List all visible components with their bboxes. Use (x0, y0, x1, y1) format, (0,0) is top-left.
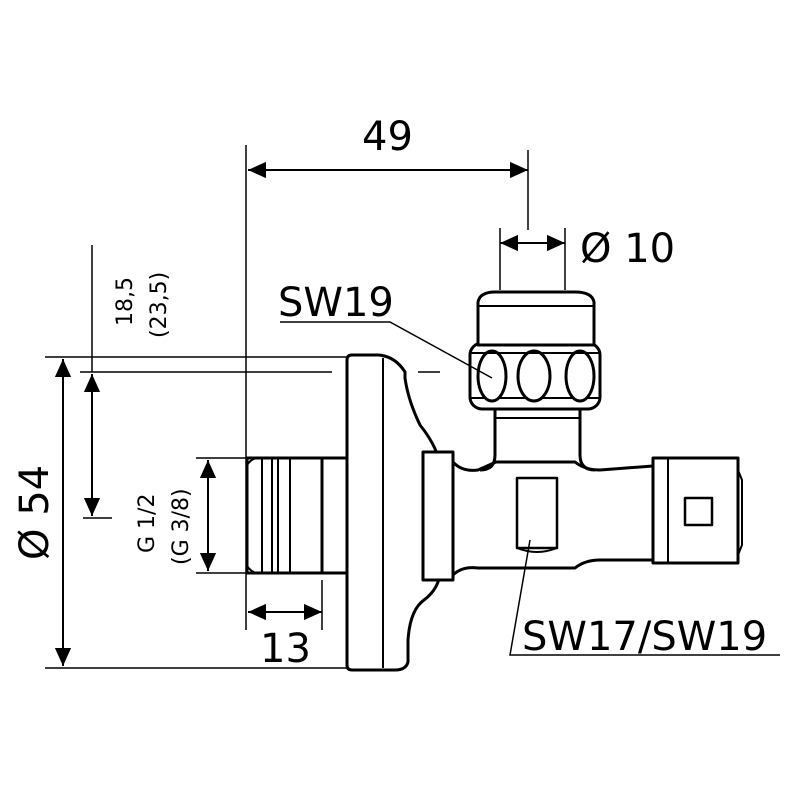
body-nut (421, 450, 455, 582)
dim-diameter-10-label: Ø 10 (580, 226, 675, 272)
outlet-square (683, 496, 714, 527)
sw19-label: SW19 (278, 280, 394, 326)
top-cap (476, 290, 596, 347)
thread-connector (245, 456, 349, 575)
offset-23-5-label: (23,5) (147, 272, 172, 338)
thread-g38-label: (G 3/8) (169, 488, 194, 565)
lower-stem (515, 476, 559, 550)
dimension-lines (54, 161, 565, 666)
leader-lines (280, 321, 780, 656)
dim-49-label: 49 (362, 114, 413, 160)
leader-sw19 (280, 321, 493, 379)
valve-neck (479, 410, 596, 472)
thread-g12-label: G 1/2 (135, 494, 160, 553)
offset-18-5-label: 18,5 (113, 277, 138, 326)
leader-sw17-sw19 (509, 539, 780, 656)
valve-body (245, 290, 743, 672)
dim-diameter-54-label: Ø 54 (12, 465, 58, 560)
dim-13-label: 13 (260, 626, 311, 672)
sw17-sw19-label: SW17/SW19 (522, 614, 767, 660)
